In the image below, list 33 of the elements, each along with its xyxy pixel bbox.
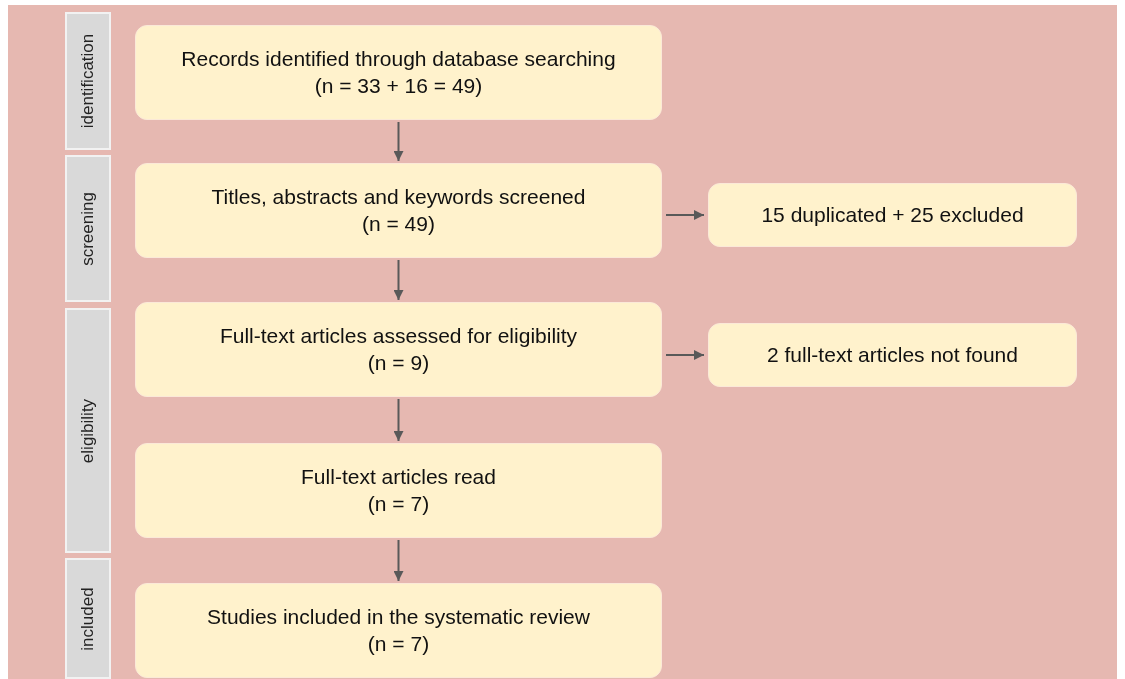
count-text: Records identified through database searching xyxy=(181,46,616,73)
arrow xyxy=(665,350,705,360)
count-text: (n = 9) xyxy=(367,349,430,376)
count-text: Studies included in the systematic review xyxy=(207,604,590,631)
arrow xyxy=(393,539,404,582)
arrow xyxy=(665,210,705,220)
process-box xyxy=(135,163,662,258)
count-text: (n = 49) xyxy=(362,210,435,237)
phase-label: screening xyxy=(78,191,98,266)
count-text: Full-text articles read xyxy=(301,464,496,491)
process-box xyxy=(708,183,1077,247)
count-text: Titles, abstracts and keywords screened xyxy=(211,184,586,211)
phase-label: eligibility xyxy=(78,398,98,463)
process-box xyxy=(135,302,662,397)
count-text: Full-text articles assessed for eligibility xyxy=(219,323,578,350)
phase-label-box xyxy=(65,12,111,150)
count-text: 2 full-text articles not found xyxy=(767,341,1018,368)
process-box xyxy=(135,583,662,678)
count-text: (n = 7) xyxy=(367,490,430,517)
arrow xyxy=(393,259,404,301)
phase-label: identification xyxy=(78,33,98,129)
count-text: (n = 7) xyxy=(367,630,430,657)
arrow xyxy=(393,121,404,162)
phase-label-box xyxy=(65,155,111,302)
count-text: 15 duplicated + 25 excluded xyxy=(761,201,1024,228)
phase-label: included xyxy=(78,586,98,651)
process-box xyxy=(708,323,1077,387)
process-box xyxy=(135,25,662,120)
phase-label-box xyxy=(65,558,111,679)
process-box xyxy=(135,443,662,538)
arrow xyxy=(393,398,404,442)
phase-label-box xyxy=(65,308,111,553)
count-text: (n = 33 + 16 = 49) xyxy=(314,72,483,99)
